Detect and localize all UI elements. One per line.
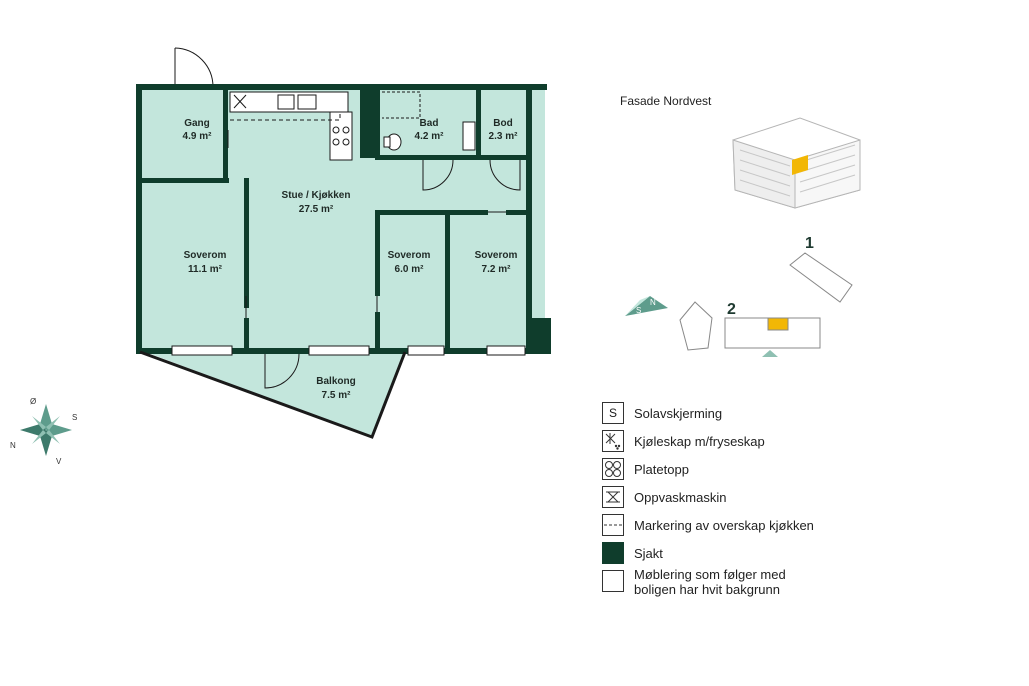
compass-letter-2: S <box>72 413 77 422</box>
room-area-bod: 2.3 m² <box>489 131 519 142</box>
room-name-stue: Stue / Kjøkken <box>282 190 351 201</box>
room-name-soverom-2: Soverom <box>388 250 431 261</box>
room-name-balkong: Balkong <box>316 376 355 387</box>
site-highlight <box>767 317 789 331</box>
windows <box>171 345 526 356</box>
north-arrow-letter-1: S <box>636 306 641 315</box>
room-name-soverom-3: Soverom <box>475 250 518 261</box>
entrance-door <box>174 47 214 88</box>
room-name-bod: Bod <box>493 118 512 129</box>
legend-label: Sjakt <box>634 546 663 561</box>
site-number-2: 2 <box>727 301 736 318</box>
facade-building-illustration <box>732 117 861 209</box>
kitchen-counter <box>229 91 353 161</box>
balcony-floor <box>140 350 405 437</box>
legend-row: S Solavskjerming <box>602 402 862 430</box>
bathroom-fixtures <box>382 91 476 151</box>
fridge-icon <box>602 430 624 452</box>
room-area-gang: 4.9 m² <box>183 131 213 142</box>
facade-title: Fasade Nordvest <box>620 94 712 108</box>
shaft-swatch <box>602 542 624 564</box>
room-name-bad: Bad <box>420 118 439 129</box>
room-area-balkong: 7.5 m² <box>322 390 352 401</box>
cooktop-icon <box>602 458 624 480</box>
dashed-line-icon <box>602 514 624 536</box>
legend-label: Oppvaskmaskin <box>634 490 727 505</box>
site-plan <box>625 252 853 357</box>
compass-letter-4: V <box>56 457 62 466</box>
legend-label: Platetopp <box>634 462 689 477</box>
dishwasher-icon <box>602 486 624 508</box>
legend-row: Kjøleskap m/fryseskap <box>602 430 862 458</box>
compass-letter-1: Ø <box>30 397 36 406</box>
interior-doors <box>227 130 521 389</box>
room-area-stue: 27.5 m² <box>299 204 334 215</box>
site-pointer-icon <box>762 350 778 357</box>
compass-letter-3: N <box>10 441 16 450</box>
legend-label: Markering av overskap kjøkken <box>634 518 814 533</box>
north-arrow-icon <box>625 296 668 316</box>
legend-row: Sjakt <box>602 542 862 570</box>
legend: S Solavskjerming Kjøleskap m/fryseskap P… <box>602 402 862 604</box>
north-arrow-letter-2: N <box>650 298 656 307</box>
legend-row: Møblering som følger med boligen har hvi… <box>602 567 862 604</box>
legend-row: Oppvaskmaskin <box>602 486 862 514</box>
legend-label: Møblering som følger med boligen har hvi… <box>634 567 786 597</box>
site-number-1: 1 <box>805 235 814 252</box>
room-labels: Gang 4.9 m² Bad 4.2 m² Bod 2.3 m² Stue /… <box>183 118 519 401</box>
legend-label: Kjøleskap m/fryseskap <box>634 434 765 449</box>
room-name-gang: Gang <box>184 118 210 129</box>
room-area-soverom-1: 11.1 m² <box>188 264 223 275</box>
balcony-railing <box>139 350 407 439</box>
room-area-soverom-2: 6.0 m² <box>395 264 425 275</box>
legend-row: Markering av overskap kjøkken <box>602 514 862 542</box>
facade-highlight <box>792 155 808 175</box>
compass-rose-icon: Ø S N V <box>10 397 77 466</box>
legend-row: Platetopp <box>602 458 862 486</box>
empty-box <box>602 570 624 592</box>
solar-shading-symbol: S <box>602 402 624 424</box>
room-area-soverom-3: 7.2 m² <box>482 264 512 275</box>
room-name-soverom-1: Soverom <box>184 250 227 261</box>
legend-label: Solavskjerming <box>634 406 723 421</box>
room-area-bad: 4.2 m² <box>415 131 445 142</box>
